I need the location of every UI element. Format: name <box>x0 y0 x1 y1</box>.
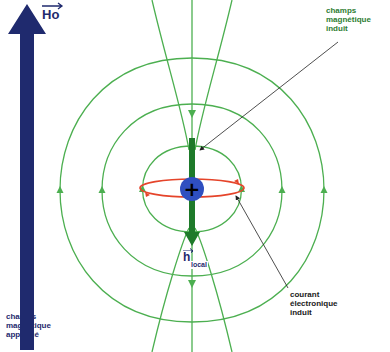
callout-label: champs magnétique appliqué <box>6 312 62 340</box>
charge-sign: + <box>184 179 201 199</box>
field-symbol: Ho <box>42 8 59 23</box>
field-line <box>192 104 282 276</box>
leader-line <box>200 42 338 150</box>
field-line <box>195 0 232 150</box>
field-line <box>152 228 189 352</box>
field-line <box>60 58 192 322</box>
field-line <box>102 104 192 276</box>
field-arrow <box>188 110 196 118</box>
field-line <box>195 228 232 352</box>
callout-label: courant électronique induit <box>290 290 352 318</box>
applied-field-arrow <box>8 4 46 350</box>
field-arrow <box>279 186 286 193</box>
field-arrow <box>321 186 328 193</box>
field-line <box>192 58 324 322</box>
nucleus-circle: + <box>180 177 204 201</box>
subscript: local <box>190 261 208 269</box>
field-arrow <box>99 186 106 193</box>
field-arrow <box>57 186 64 193</box>
field-line <box>152 0 189 150</box>
field-arrow <box>188 280 196 288</box>
field-lines <box>57 0 328 352</box>
callout-label: champs magnétique induit <box>326 6 386 34</box>
local-field-arrow <box>184 138 200 246</box>
leader-line <box>236 196 288 288</box>
